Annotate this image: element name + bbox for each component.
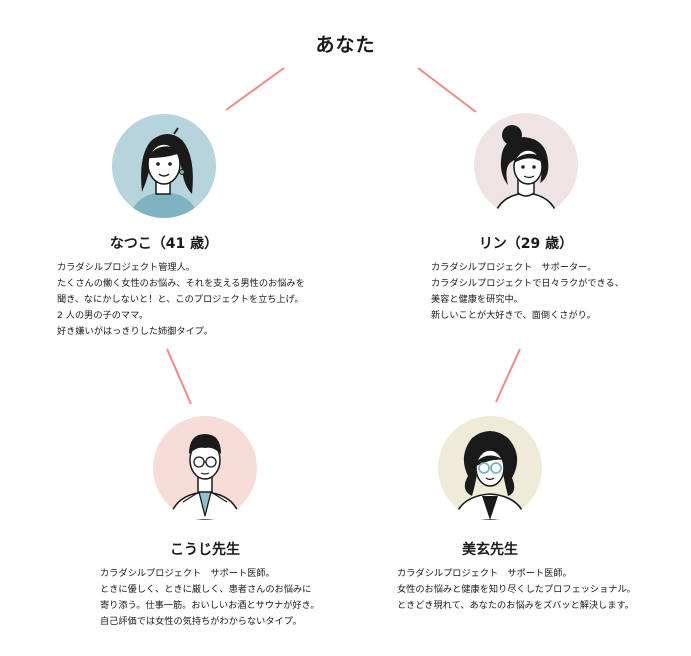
center-label-you: あなた [315,34,376,56]
description-line: 美容と健康を研究中。 [431,294,523,305]
description-line: カラダシルプロジェクトで日々ラクができる、 [431,278,624,289]
name-natsuko: なつこ（41 歳） [109,236,219,252]
female-doctor-illustration-icon [438,416,542,520]
description-line: 女性のお悩みと健康を知り尽くしたプロフェッショナル。 [397,584,636,595]
description-line: 好き嫌いがはっきりした姉御タイプ。 [57,326,213,337]
name-rin: リン（29 歳） [478,236,574,252]
description-line: 寄り添う。仕事一筋。おいしいお酒とサウナが好き。 [100,600,320,611]
description-line: ときどき現れて、あなたのお悩みをズバッと解決します。 [397,600,634,611]
description-line: 新しいことが大好きで、面倒くさがり。 [431,310,596,321]
connector-rin-migen [495,348,521,403]
description-line: 聞き、なにかしないと！と、このプロジェクトを立ち上げ。 [57,294,304,305]
description-line: カラダシルプロジェクト サポート医師。 [397,568,572,579]
male-doctor-illustration-icon [153,416,257,520]
avatar-kouji [153,416,257,520]
description-line: たくさんの働く女性のお悩み、それを支える男性のお悩みを [57,278,305,289]
avatar-migen [438,416,542,520]
name-kouji: こうじ先生 [170,542,240,558]
description-kouji: カラダシルプロジェクト サポート医師。 ときに優しく、ときに厳しく、患者さんのお… [100,566,320,630]
description-line: カラダシルプロジェクト管理人。 [57,262,195,273]
avatar-natsuko [112,114,216,218]
description-line: 自己評価では女性の気持ちがわからないタイプ。 [100,616,302,627]
avatar-rin [474,113,578,217]
description-rin: カラダシルプロジェクト サポーター。 カラダシルプロジェクトで日々ラクができる、… [431,260,624,324]
description-line: ときに優しく、ときに厳しく、患者さんのお悩みに [100,584,312,595]
description-line: カラダシルプロジェクト サポーター。 [431,262,597,273]
connector-you-rin [417,67,477,113]
connector-natsuko-kouji [166,348,192,405]
woman-long-hair-illustration-icon [112,114,216,218]
woman-bun-hair-illustration-icon [474,113,578,217]
description-natsuko: カラダシルプロジェクト管理人。 たくさんの働く女性のお悩み、それを支える男性のお… [57,260,305,340]
description-migen: カラダシルプロジェクト サポート医師。 女性のお悩みと健康を知り尽くしたプロフェ… [397,566,636,614]
description-line: カラダシルプロジェクト サポート医師。 [100,568,275,579]
name-migen: 美玄先生 [462,542,518,558]
description-line: 2 人の男の子のママ。 [57,310,149,321]
connector-you-natsuko [225,67,285,111]
